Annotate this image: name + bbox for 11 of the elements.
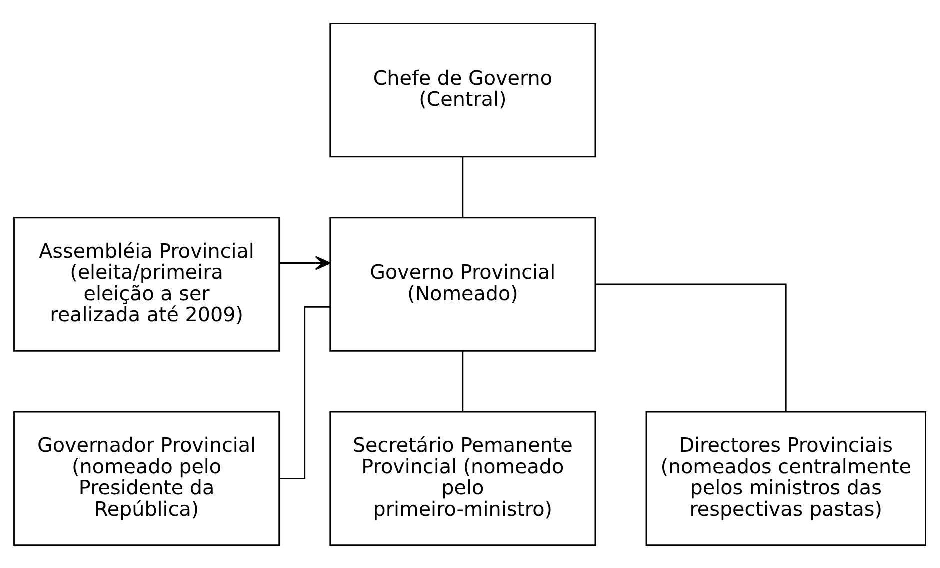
node-box: Assembléia Provincial (eleita/primeira eleição a ser realizada até 2009) xyxy=(14,216,280,352)
connector xyxy=(462,156,464,218)
connector xyxy=(596,283,787,412)
connector xyxy=(462,350,464,412)
node-box: Directores Provinciais (nomeados centralmente pelos ministros das respectivas pastas) xyxy=(646,410,926,546)
node-box: Governo Provincial (Nomeado) xyxy=(330,216,596,352)
connector xyxy=(279,306,330,479)
arrow xyxy=(279,256,331,270)
node-box: Chefe de Governo (Central) xyxy=(330,22,596,158)
node-box: Governador Provincial (nomeado pelo Presidente da República) xyxy=(14,410,280,546)
node-box: Secretário Pemanente Provincial (nomeado pelo primeiro-ministro) xyxy=(330,410,596,546)
